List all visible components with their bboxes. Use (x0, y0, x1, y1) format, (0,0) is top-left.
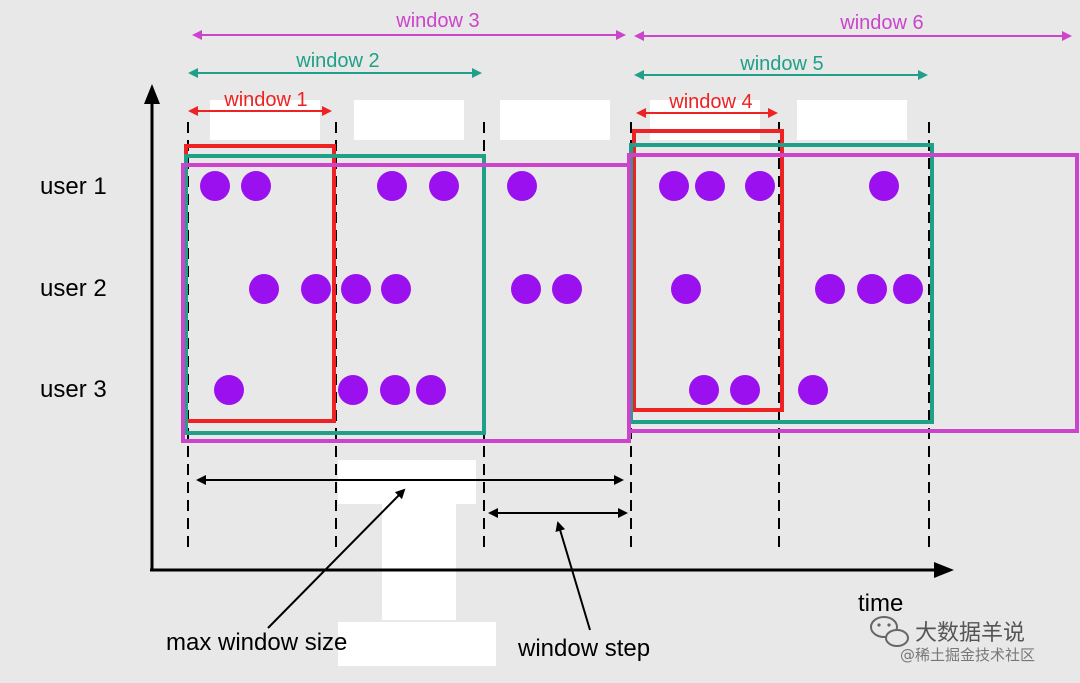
user-label: user 3 (40, 376, 107, 403)
event-dot-user-2 (511, 274, 541, 304)
event-dot-user-2 (341, 274, 371, 304)
event-dot-user-3 (214, 375, 244, 405)
event-dot-user-2 (893, 274, 923, 304)
white-patch (338, 460, 476, 504)
event-dot-user-2 (857, 274, 887, 304)
watermark-subtitle: @稀土掘金技术社区 (900, 646, 1035, 664)
window-labels: window 3 window 2 window 1 window 6 wind… (188, 10, 1072, 118)
event-dot-user-2 (671, 274, 701, 304)
window-2-box (184, 154, 486, 435)
event-dot-user-1 (659, 171, 689, 201)
window-4-label: window 4 (668, 91, 752, 113)
event-dot-user-3 (416, 375, 446, 405)
time-axis-label: time (858, 590, 903, 617)
white-patch (338, 622, 496, 666)
window-step-label: window step (517, 635, 650, 662)
event-dot-user-2 (815, 274, 845, 304)
y-axis-arrowhead (144, 84, 160, 104)
window-4-box (632, 129, 784, 412)
event-dot-user-2 (301, 274, 331, 304)
white-patch (382, 500, 456, 620)
event-dot-user-3 (689, 375, 719, 405)
white-patch (500, 100, 610, 140)
window-1-label: window 1 (223, 89, 307, 111)
white-patch (354, 100, 464, 140)
wechat-icon (870, 616, 909, 647)
white-patch (650, 100, 760, 140)
event-dot-user-2 (552, 274, 582, 304)
white-patch (797, 100, 907, 140)
time-boundaries (187, 122, 930, 547)
window-2-label: window 2 (295, 50, 379, 72)
window-3-label: window 3 (395, 10, 479, 32)
event-dot-user-1 (377, 171, 407, 201)
x-axis-arrowhead (934, 562, 954, 578)
max-window-size-label: max window size (166, 629, 347, 656)
event-dot-user-2 (381, 274, 411, 304)
event-dot-user-1 (869, 171, 899, 201)
watermark-title: 大数据羊说 (915, 621, 1025, 646)
user-labels: user 1 user 2 user 3 (40, 173, 107, 403)
event-dot-user-1 (429, 171, 459, 201)
annotations: max window size window step time (166, 475, 903, 662)
event-dot-user-3 (730, 375, 760, 405)
event-dot-user-1 (241, 171, 271, 201)
window-5-label: window 5 (739, 53, 823, 75)
event-dot-user-1 (695, 171, 725, 201)
window-step-pointer (555, 521, 591, 631)
event-dot-user-1 (745, 171, 775, 201)
event-dot-user-3 (338, 375, 368, 405)
user-label: user 1 (40, 173, 107, 200)
window-6-box (627, 153, 1079, 433)
axes (144, 84, 954, 578)
window-6-label: window 6 (839, 12, 923, 34)
events-layer (200, 171, 923, 405)
window-boxes (181, 129, 1079, 443)
max-window-size-pointer (267, 488, 406, 629)
event-dot-user-3 (380, 375, 410, 405)
event-dot-user-2 (249, 274, 279, 304)
event-dot-user-1 (507, 171, 537, 201)
event-dot-user-1 (200, 171, 230, 201)
user-label: user 2 (40, 275, 107, 302)
event-dot-user-3 (798, 375, 828, 405)
watermark: 大数据羊说 @稀土掘金技术社区 (870, 616, 1035, 664)
